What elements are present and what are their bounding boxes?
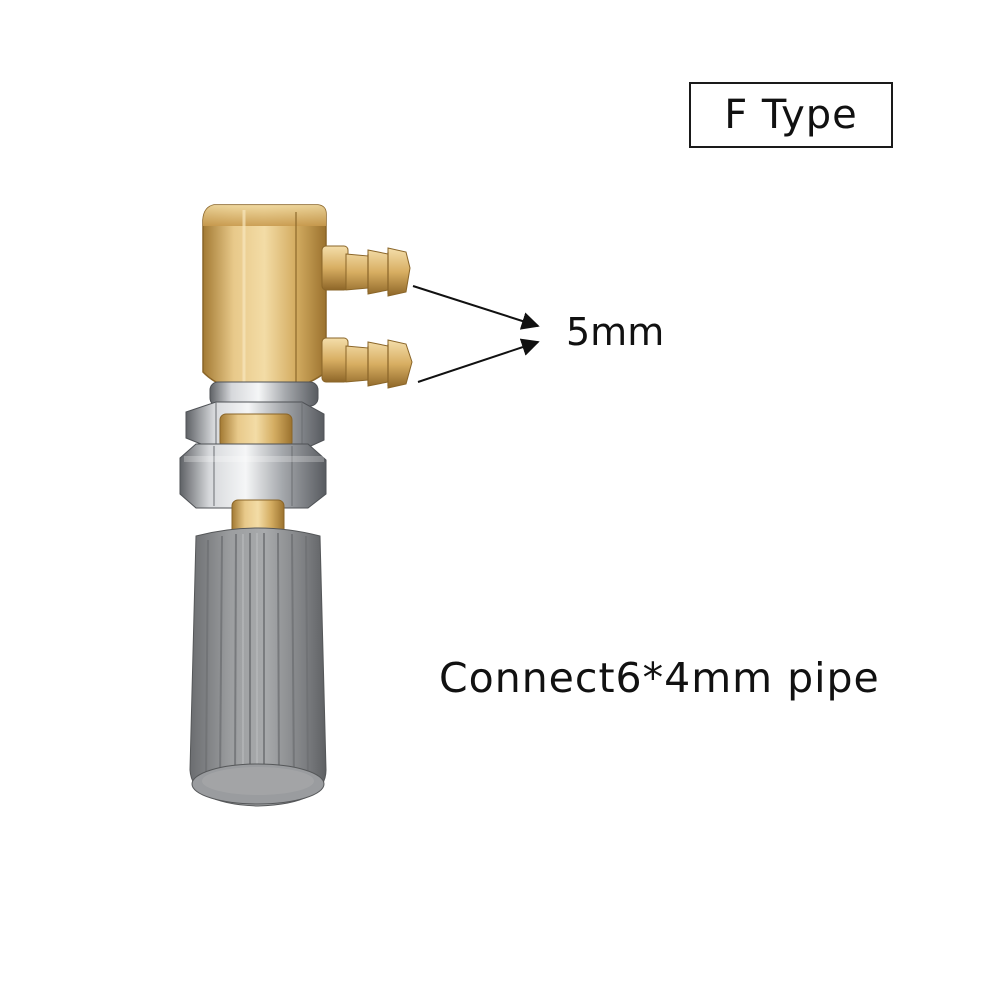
connect-pipe-label: Connect6*4mm pipe bbox=[439, 654, 880, 702]
grey-knob bbox=[189, 527, 327, 807]
upper-hose-barb bbox=[321, 245, 411, 297]
brass-body bbox=[202, 204, 327, 393]
type-label-box: F Type bbox=[689, 82, 893, 148]
chrome-hex-nut bbox=[179, 443, 327, 509]
type-label: F Type bbox=[724, 92, 858, 138]
lower-hose-barb bbox=[321, 337, 413, 389]
size-arrows bbox=[412, 285, 540, 383]
barb-size-label: 5mm bbox=[566, 310, 665, 354]
brass-thread-collar bbox=[219, 413, 293, 449]
